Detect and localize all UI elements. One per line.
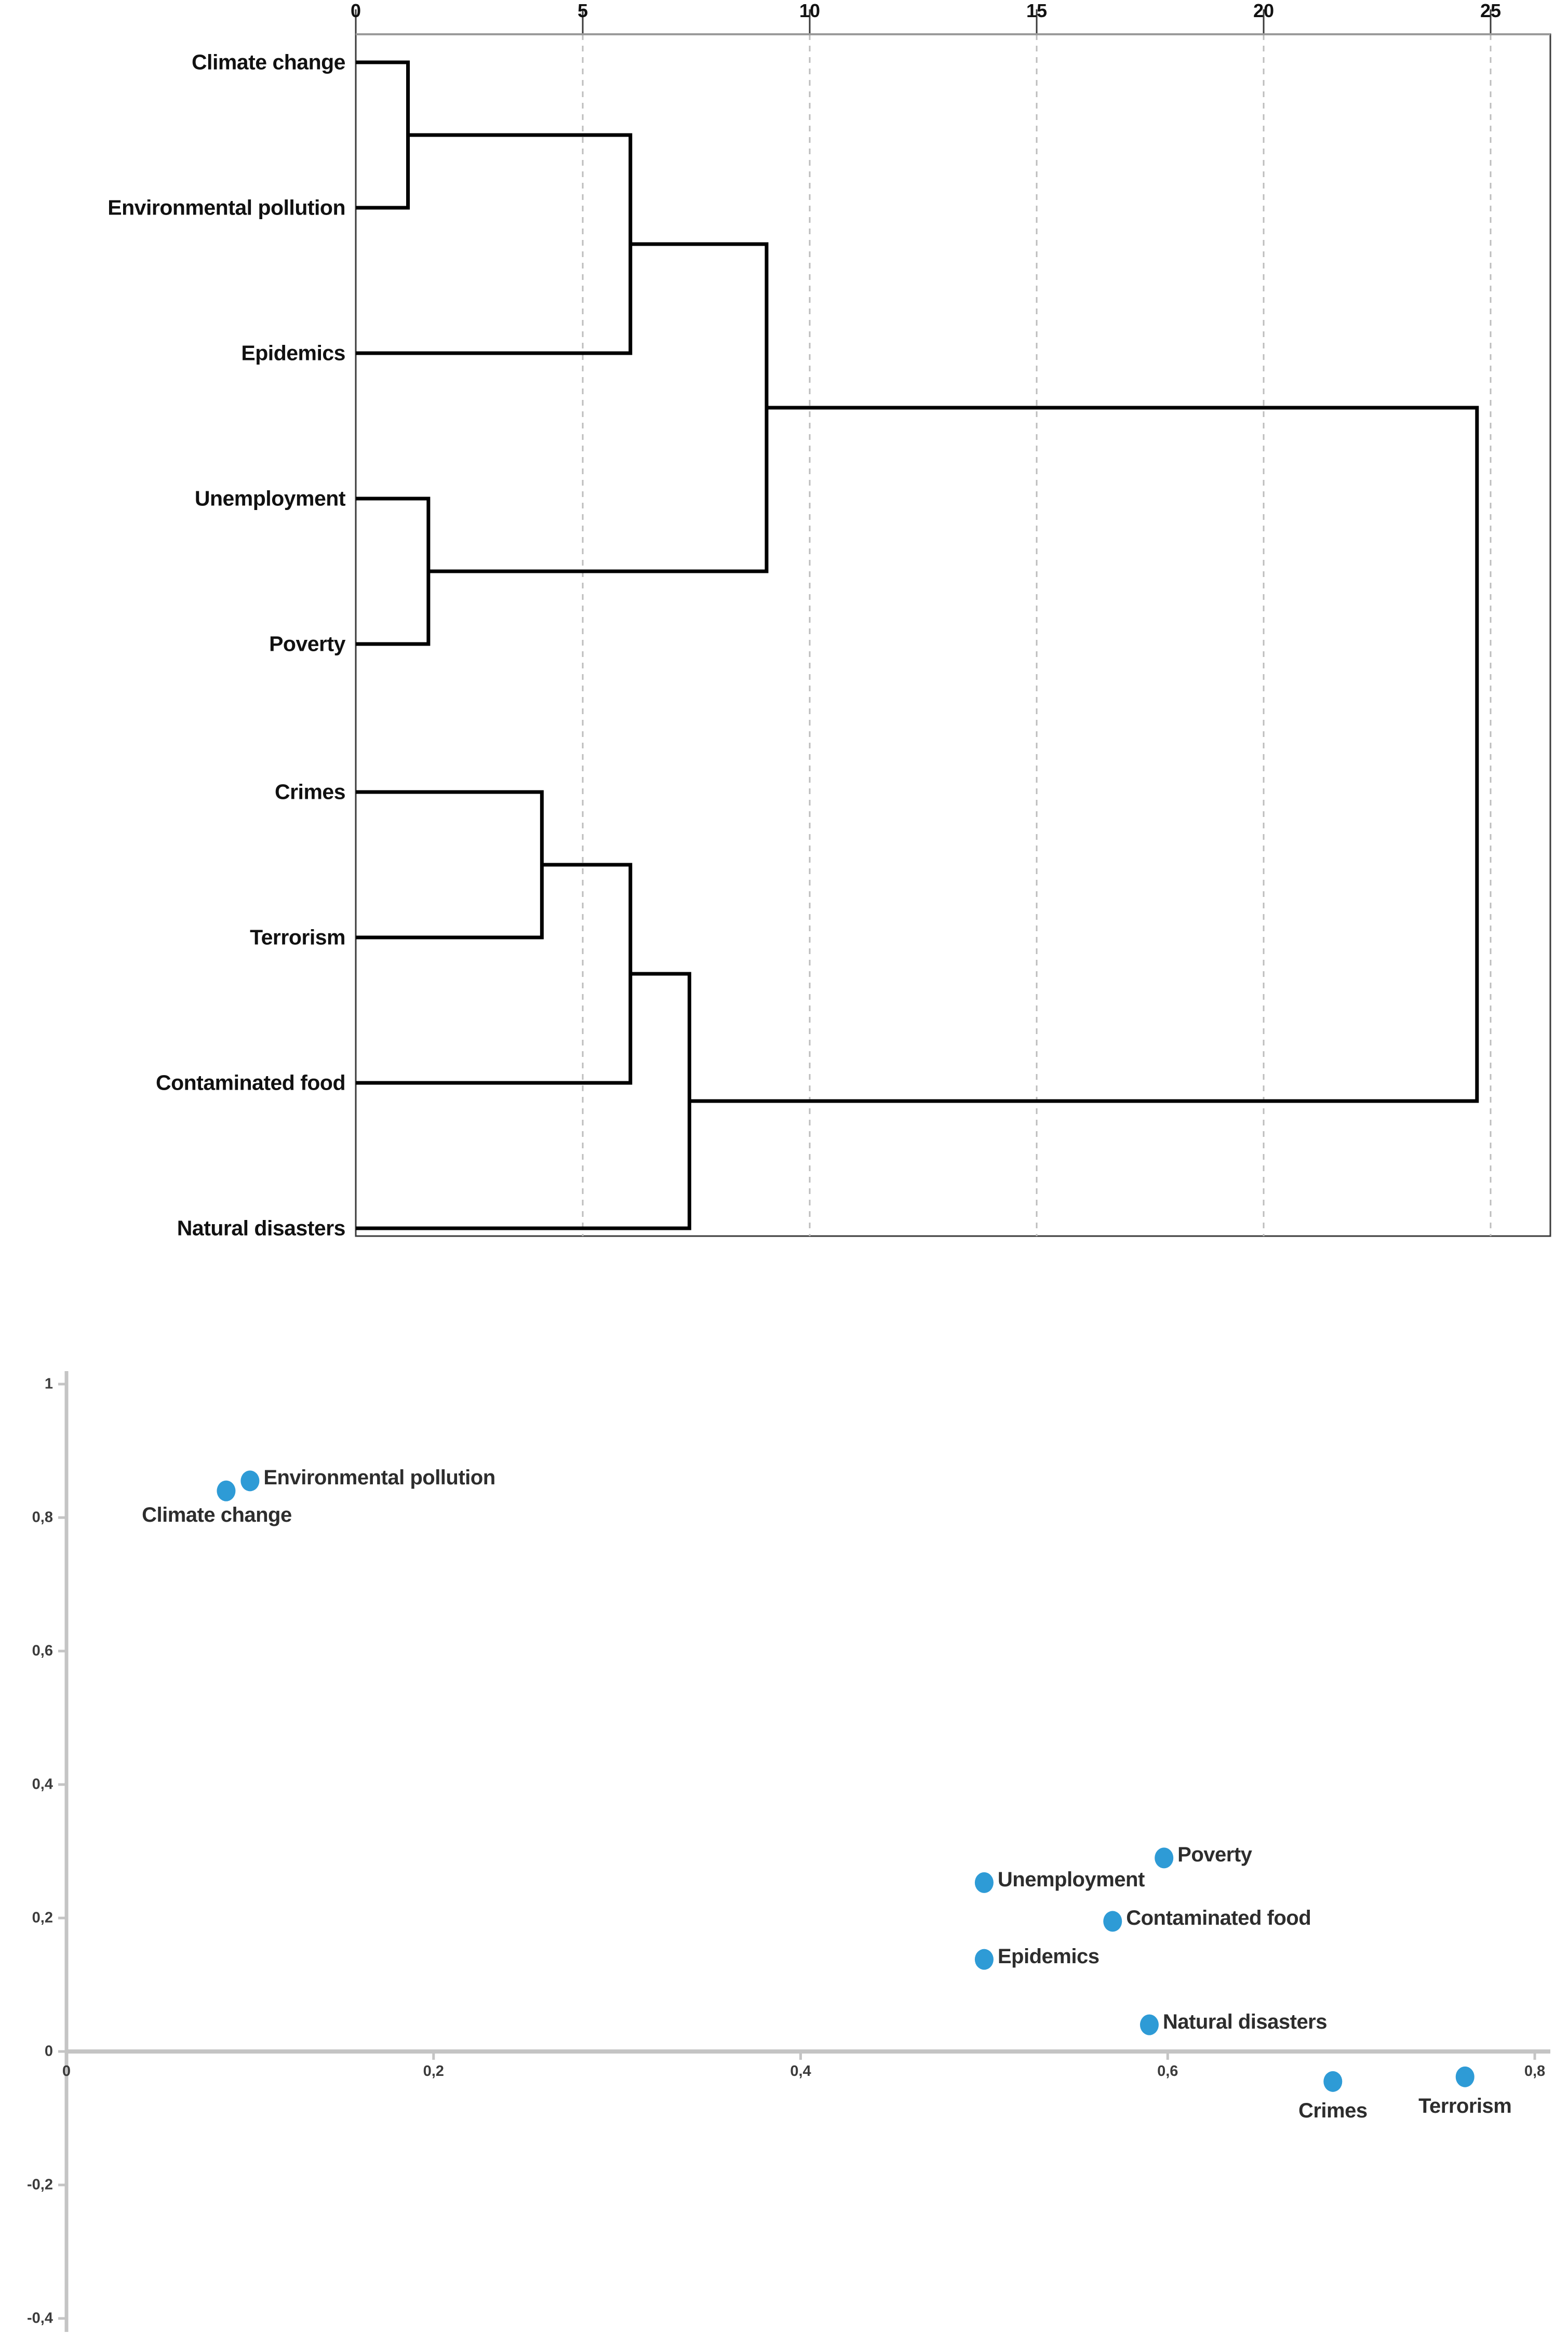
- scatter-point-label: Contaminated food: [1126, 1907, 1311, 1930]
- dendrogram-link: [356, 863, 633, 1085]
- dendrogram-leaf-label: Poverty: [269, 632, 345, 656]
- dendrogram-link: [689, 406, 1479, 1103]
- scatter-plot-area: [58, 1371, 1550, 2332]
- dendrogram-leaf-label: Terrorism: [250, 925, 345, 949]
- scatter-point-label: Crimes: [1298, 2099, 1368, 2122]
- x-axis-tick-label: 0,4: [790, 2063, 811, 2080]
- dendrogram-tree-links: [356, 60, 1479, 1230]
- scatter-point[interactable]: [217, 1480, 236, 1501]
- y-axis-tick-label: -0,2: [27, 2176, 53, 2193]
- dendrogram-leaf-label: Crimes: [274, 780, 346, 804]
- dendrogram-link: [356, 133, 633, 355]
- axis-tick-label: 20: [1253, 0, 1275, 21]
- axis-tick-label: 0: [350, 0, 361, 21]
- scatter-point[interactable]: [1103, 1911, 1122, 1932]
- scatter-point-label: Poverty: [1177, 1843, 1252, 1867]
- scatter-axes: [64, 1371, 1550, 2332]
- scatter-point[interactable]: [240, 1470, 260, 1492]
- scatter-axis-ticks: [58, 1383, 1536, 2320]
- scatter-point[interactable]: [974, 1872, 994, 1893]
- scatter-point-label: Natural disasters: [1162, 2010, 1328, 2033]
- scatter-point-label: Climate change: [142, 1503, 292, 1526]
- scatter-chart: 1 0,8 0,6 0,4 0,2 0 -0,2 -0,4 0 0,2 0,4 0,6 0,8 Clim…: [0, 1288, 1568, 2347]
- scatter-point-label: Unemployment: [997, 1868, 1145, 1891]
- dendrogram-frame: [355, 33, 1551, 1237]
- x-axis-tick-label: 0,8: [1524, 2063, 1546, 2080]
- y-axis-tick-label: -0,4: [27, 2310, 53, 2327]
- dendrogram-axis-ticks: [355, 9, 1550, 35]
- scatter-point-label: Environmental pollution: [263, 1466, 495, 1490]
- y-axis-tick-label: 1: [44, 1375, 53, 1392]
- dendrogram-link: [428, 242, 769, 573]
- y-axis-tick-label: 0,6: [32, 1642, 53, 1659]
- dendrogram-link: [356, 790, 544, 940]
- dendrogram-leaf-label: Natural disasters: [177, 1216, 346, 1240]
- dendrogram-link: [356, 497, 431, 646]
- scatter-point-label: Terrorism: [1418, 2094, 1512, 2117]
- dendrogram-leaf-label: Climate change: [191, 50, 346, 74]
- scatter-point[interactable]: [1140, 2014, 1159, 2035]
- scatter-point[interactable]: [1455, 2066, 1475, 2087]
- axis-tick-label: 25: [1480, 0, 1502, 21]
- x-axis-tick-label: 0,2: [423, 2063, 444, 2080]
- dendrogram-plot-area: [355, 9, 1551, 1237]
- scatter-point[interactable]: [1155, 1847, 1174, 1869]
- axis-tick-label: 10: [799, 0, 821, 21]
- dendrogram-leaf-label: Epidemics: [241, 341, 345, 365]
- axis-tick-label: 15: [1026, 0, 1048, 21]
- dendrogram-link: [356, 60, 410, 210]
- dendrogram-link: [356, 972, 691, 1230]
- dendrogram-leaf-label: Environmental pollution: [108, 195, 345, 220]
- scatter-point-label: Epidemics: [997, 1944, 1100, 1968]
- dendrogram-leaf-label: Unemployment: [194, 486, 346, 511]
- scatter-point-group: [217, 1470, 1475, 2092]
- dendrogram-leaf-label: Contaminated food: [155, 1070, 346, 1095]
- axis-tick-label: 5: [577, 0, 588, 21]
- y-axis-tick-label: 0,8: [32, 1509, 53, 1526]
- x-axis-tick-label: 0: [62, 2063, 71, 2080]
- y-axis-tick-label: 0,4: [32, 1776, 53, 1793]
- scatter-point[interactable]: [974, 1949, 994, 1970]
- scatter-point[interactable]: [1323, 2071, 1343, 2092]
- y-axis-tick-label: 0,2: [32, 1909, 53, 1926]
- dendrogram-gridlines: [582, 34, 1492, 1236]
- y-axis-tick-label: 0: [44, 2043, 53, 2060]
- x-axis-tick-label: 0,6: [1157, 2063, 1178, 2080]
